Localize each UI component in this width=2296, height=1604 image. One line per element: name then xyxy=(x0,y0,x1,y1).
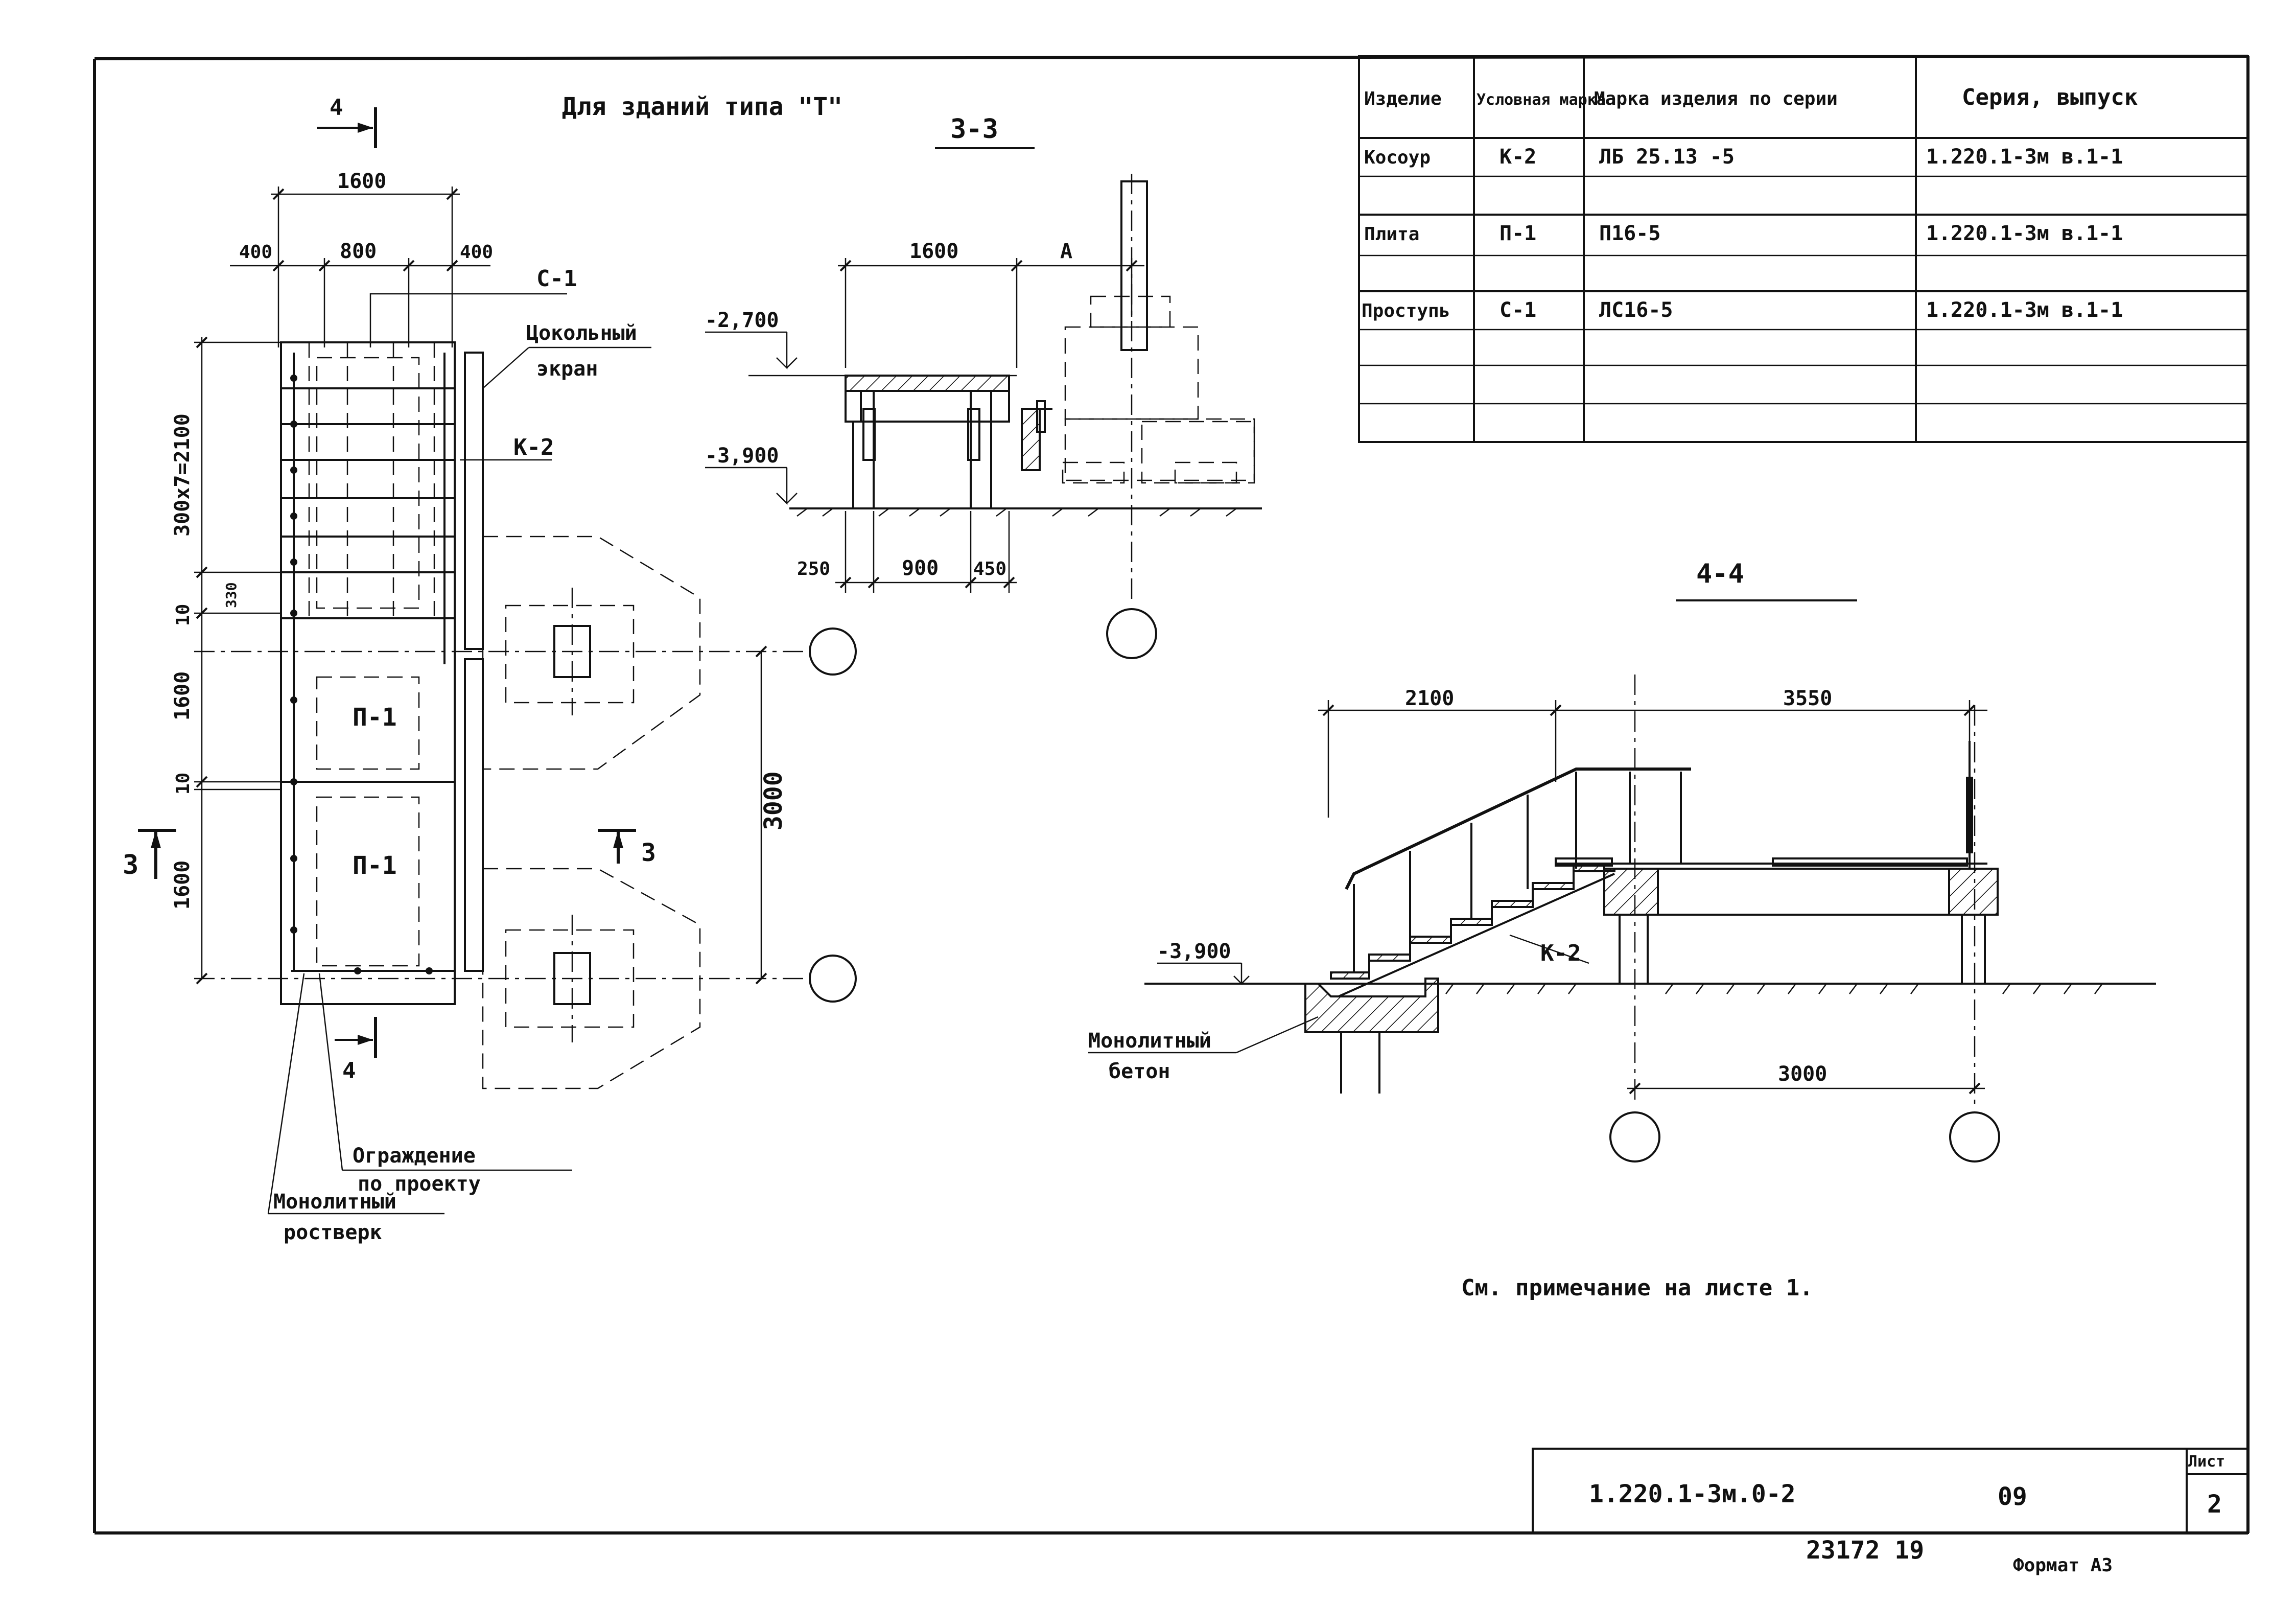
dim-1600-top: 1600 xyxy=(337,170,386,193)
dim-400-right: 400 xyxy=(460,242,493,263)
s33-dim-1600: 1600 xyxy=(909,240,958,263)
dim-1600-slab-a: 1600 xyxy=(171,671,194,720)
foundations-plan: 3000 xyxy=(194,536,857,1089)
fence-callout-1: Ограждение xyxy=(353,1144,476,1168)
section-mark-3-right: 3 xyxy=(641,839,656,867)
section-mark-3-left: 3 xyxy=(123,850,138,880)
sheet-note: См. примечание на листе 1. xyxy=(1461,1275,1813,1301)
row-1-product: Косоур xyxy=(1364,147,1431,168)
plan-view: Для зданий типа "Т" 4 1600 400 800 400 С xyxy=(123,92,857,1244)
row-1-mark: К-2 xyxy=(1500,145,1536,169)
slab-label-lower: П-1 xyxy=(353,851,397,880)
row-5-mark: С-1 xyxy=(1500,298,1536,322)
dim-400-left: 400 xyxy=(239,242,272,263)
row-3-series: 1.220.1-3м в.1-1 xyxy=(1926,222,2123,245)
plan-dims-top: 1600 400 800 400 xyxy=(230,170,493,347)
plinth-screen-label-2: экран xyxy=(536,357,598,381)
fence-callout-2: по проекту xyxy=(358,1172,481,1196)
tread-label: С-1 xyxy=(536,266,577,292)
stamp-sheet-label: Лист xyxy=(2188,1453,2225,1471)
plan-dims-left: 300x7=2100 330 10 1600 10 1600 xyxy=(171,336,281,985)
plinth-screen-label-1: Цокольный xyxy=(526,321,637,345)
slabs-plan: П-1 П-1 xyxy=(280,617,456,1005)
s44-axis-circle-right xyxy=(1949,1111,2000,1163)
stamp-sheet-number: 2 xyxy=(2207,1490,2222,1519)
dim-10-b: 10 xyxy=(173,773,194,795)
dim-330: 330 xyxy=(223,582,240,608)
dim-3000-plan: 3000 xyxy=(759,771,788,830)
grillage-callout-1: Монолитный xyxy=(273,1190,396,1214)
s44-axis-circle-left xyxy=(1609,1111,1660,1163)
dim-800: 800 xyxy=(340,240,377,263)
section-3-3: 3-3 1600 А -2,700 -3,900 xyxy=(705,114,1262,659)
s33-dim-250: 250 xyxy=(797,559,830,579)
stringer-label-plan: К-2 xyxy=(513,434,554,460)
stamp-inventory: 23172 19 xyxy=(1806,1536,1924,1565)
row-1-series: 1.220.1-3м в.1-1 xyxy=(1926,145,2123,169)
dim-10-a: 10 xyxy=(173,604,194,626)
building-type-note: Для зданий типа "Т" xyxy=(562,92,842,121)
s33-level-bottom: -3,900 xyxy=(705,444,779,468)
section-mark-4-bottom: 4 xyxy=(342,1058,356,1084)
s33-axis-circle xyxy=(1106,608,1157,659)
dim-treads: 300x7=2100 xyxy=(171,413,194,537)
s33-dim-450: 450 xyxy=(973,559,1006,579)
plan-callouts: Ограждение по проекту Монолитный роствер… xyxy=(267,973,572,1244)
stamp-format: Формат А3 xyxy=(2013,1555,2113,1576)
specification-table: Изделие Условная марка Марка изделия по … xyxy=(1358,55,2249,443)
stamp-page-code: 09 xyxy=(1998,1482,2027,1511)
s33-dim-A: А xyxy=(1060,240,1072,263)
section-mark-4-top: 4 xyxy=(330,95,343,121)
plinth-screen-plan: Цокольный экран К-2 xyxy=(460,321,651,972)
row-5-series: 1.220.1-3м в.1-1 xyxy=(1926,298,2123,322)
stamp-code: 1.220.1-3м.0-2 xyxy=(1589,1480,1796,1508)
table-header-mark: Условная марка xyxy=(1477,91,1606,109)
axis-circle-upper xyxy=(809,627,857,676)
s44-dim-2100: 2100 xyxy=(1405,687,1454,710)
s44-level: -3,900 xyxy=(1157,940,1231,963)
axis-circle-lower xyxy=(809,955,857,1003)
table-header-product: Изделие xyxy=(1364,88,1442,109)
row-3-product: Плита xyxy=(1364,224,1419,245)
row-3-series-mark: П16-5 xyxy=(1599,222,1660,245)
section-marks-3: 3 3 xyxy=(123,829,656,880)
table-header-series: Серия, выпуск xyxy=(1962,84,2138,110)
dim-1600-slab-b: 1600 xyxy=(171,861,194,910)
row-3-mark: П-1 xyxy=(1500,222,1536,245)
section-4-4: 4-4 2100 3550 К-2 xyxy=(1088,559,2156,1163)
row-1-series-mark: ЛБ 25.13 -5 xyxy=(1599,145,1735,169)
sheet-frame xyxy=(93,55,2250,1535)
title-block: 1.220.1-3м.0-2 09 Лист 2 23172 19 Формат… xyxy=(1532,1448,2249,1576)
table-header-series-mark: Марка изделия по серии xyxy=(1594,88,1838,109)
row-5-product: Проступь xyxy=(1362,300,1450,321)
s33-level-top: -2,700 xyxy=(705,309,779,332)
section-3-3-title: 3-3 xyxy=(950,114,998,145)
section-4-4-title: 4-4 xyxy=(1696,559,1744,589)
stair-treads-plan xyxy=(280,341,456,971)
slab-label-upper: П-1 xyxy=(353,703,397,732)
s44-dim-3550: 3550 xyxy=(1783,687,1832,710)
s44-concrete-2: бетон xyxy=(1109,1060,1170,1083)
s44-concrete-1: Монолитный xyxy=(1088,1029,1211,1053)
s44-dim-3000: 3000 xyxy=(1778,1062,1827,1086)
s33-dim-900: 900 xyxy=(902,556,939,580)
grillage-callout-2: ростверк xyxy=(284,1221,382,1244)
row-5-series-mark: ЛС16-5 xyxy=(1599,298,1673,322)
